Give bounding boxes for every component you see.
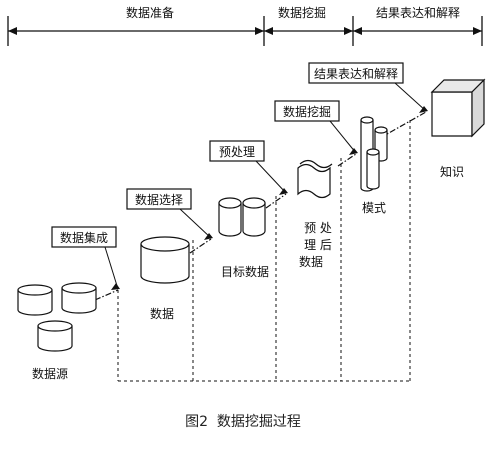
node-label-target: 目标数据	[221, 264, 269, 279]
node-label-data: 数据	[150, 306, 174, 321]
node-label-preprocessed-1: 预 处	[304, 221, 332, 235]
model-pipes	[360, 116, 388, 192]
step-selection: 数据选择	[126, 188, 212, 239]
node-label-source: 数据源	[32, 366, 68, 381]
node-label-preprocessed-2: 理 后	[304, 238, 332, 252]
node-label-knowledge: 知识	[440, 165, 464, 179]
step-label-selection: 数据选择	[135, 192, 183, 207]
phase-bar: 数据准备 数据挖掘 结果表达和解释	[7, 5, 483, 46]
figure-caption: 图2 数据挖掘过程	[185, 414, 301, 430]
step-label-integration: 数据集成	[60, 230, 108, 245]
phase-label-result: 结果表达和解释	[376, 6, 460, 20]
step-integration: 数据集成	[51, 226, 119, 290]
data-cylinder	[140, 236, 190, 284]
knowledge-cube	[430, 78, 486, 138]
step-result: 结果表达和解释	[308, 62, 427, 112]
node-label-model: 模式	[362, 201, 386, 215]
preprocessed-document	[297, 159, 333, 199]
step-label-mining: 数据挖掘	[283, 104, 331, 119]
target-data-cylinders	[218, 197, 266, 237]
main-flow	[94, 111, 427, 301]
step-label-result: 结果表达和解释	[314, 67, 398, 81]
phase-label-mining: 数据挖掘	[278, 5, 326, 20]
dashed-guides	[117, 120, 411, 382]
step-label-preprocess: 预处理	[219, 145, 255, 159]
step-preprocess: 预处理	[209, 140, 287, 194]
data-source-cylinders	[17, 282, 97, 352]
step-mining: 数据挖掘	[274, 100, 357, 154]
node-label-preprocessed-3: 数据	[299, 254, 323, 269]
phase-label-prep: 数据准备	[126, 5, 174, 20]
